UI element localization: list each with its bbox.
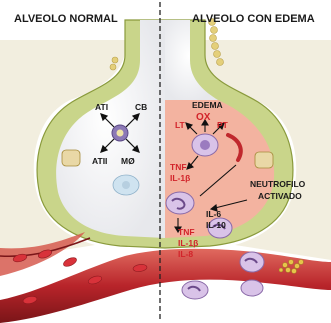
label-atii: ATII: [92, 157, 107, 166]
label-ati: ATI: [95, 103, 108, 112]
label-activado: ACTIVADO: [258, 192, 302, 201]
label-tnf-upper: TNF: [170, 163, 187, 172]
label-il6: IL-6: [206, 210, 221, 219]
atii-cell-left: [62, 150, 80, 166]
label-il8: IL-8: [178, 250, 193, 259]
label-neutrofilo: NEUTROFILO: [250, 180, 305, 189]
label-il1b-lower: IL-1β: [178, 239, 198, 248]
title-edema-alveolus: ALVEOLO CON EDEMA: [192, 14, 315, 25]
label-pt: PT: [217, 121, 228, 130]
label-lt: LT: [175, 121, 185, 130]
label-il10: IL-10: [206, 221, 226, 230]
label-il1b-upper: IL-1β: [170, 174, 190, 183]
neutrophil-in-edema: [166, 192, 194, 214]
title-normal-alveolus: ALVEOLO NORMAL: [14, 14, 118, 25]
label-edema: EDEMA: [192, 101, 223, 110]
label-mo: MØ: [121, 157, 135, 166]
atii-cell-right: [255, 152, 273, 168]
label-tnf-lower: TNF: [178, 228, 195, 237]
label-cb: CB: [135, 103, 147, 112]
label-ox: OX: [196, 113, 210, 123]
